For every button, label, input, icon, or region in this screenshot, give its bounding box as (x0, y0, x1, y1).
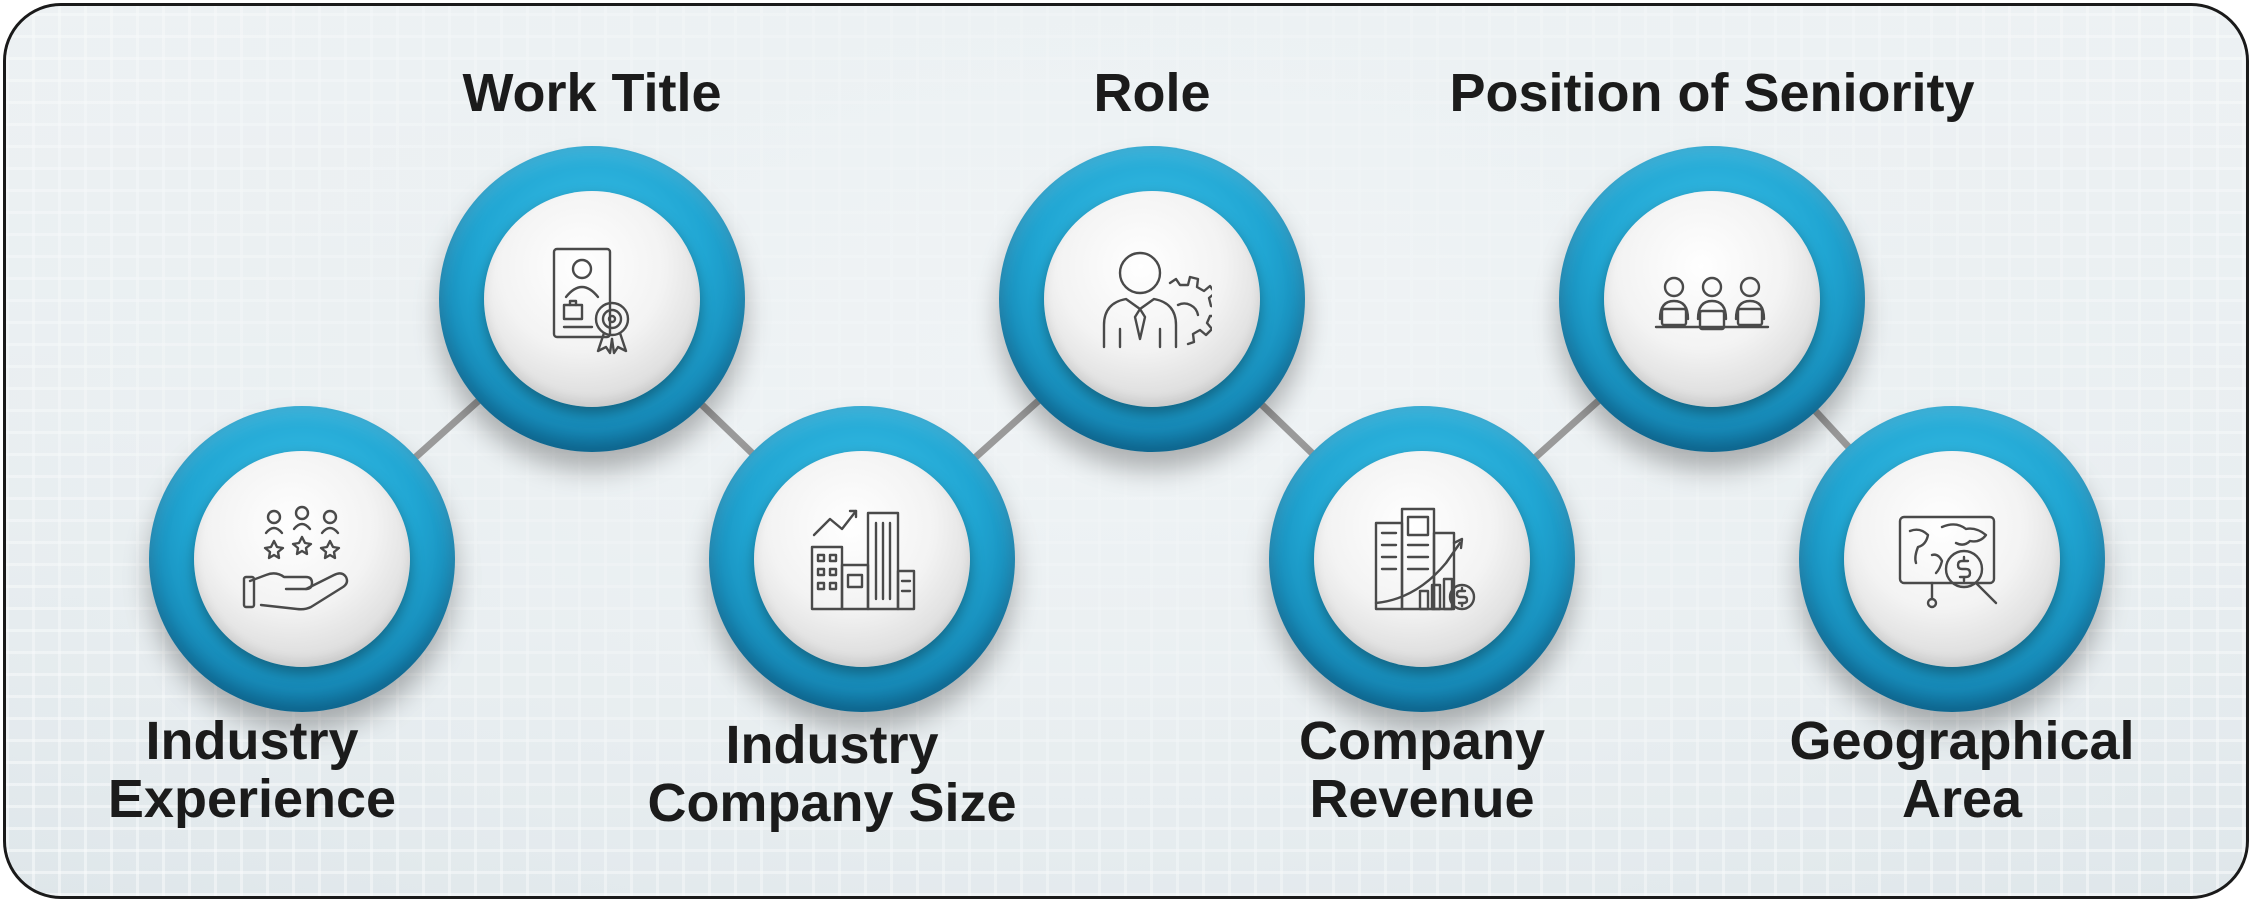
node-inner (1844, 451, 2060, 667)
node-company-revenue (1269, 406, 1575, 712)
label-geographical-area: Geographical Area (1789, 711, 2135, 829)
building-revenue-icon (1374, 507, 1476, 611)
node-inner (1314, 451, 1530, 667)
map-search-icon (1898, 515, 1998, 609)
node-inner (754, 451, 970, 667)
label-industry-company-size: Industry Company Size (647, 715, 1017, 833)
city-buildings-icon (810, 509, 916, 611)
person-gear-icon (1102, 251, 1212, 349)
node-inner (194, 451, 410, 667)
label-position-of-seniority: Position of Seniority (1449, 63, 1975, 123)
label-role: Role (1093, 63, 1211, 123)
node-inner (1044, 191, 1260, 407)
label-industry-experience: Industry Experience (107, 711, 397, 829)
node-role (999, 146, 1305, 452)
node-inner (1604, 191, 1820, 407)
node-work-title (439, 146, 745, 452)
team-icon (1654, 276, 1770, 331)
node-position-of-seniority (1559, 146, 1865, 452)
label-company-revenue: Company Revenue (1298, 711, 1546, 829)
node-geographical-area (1799, 406, 2105, 712)
label-work-title: Work Title (462, 63, 722, 123)
node-industry-company-size (709, 406, 1015, 712)
node-inner (484, 191, 700, 407)
hand-people-stars-icon (242, 505, 349, 611)
node-industry-experience (149, 406, 455, 712)
certificate-icon (552, 247, 630, 355)
